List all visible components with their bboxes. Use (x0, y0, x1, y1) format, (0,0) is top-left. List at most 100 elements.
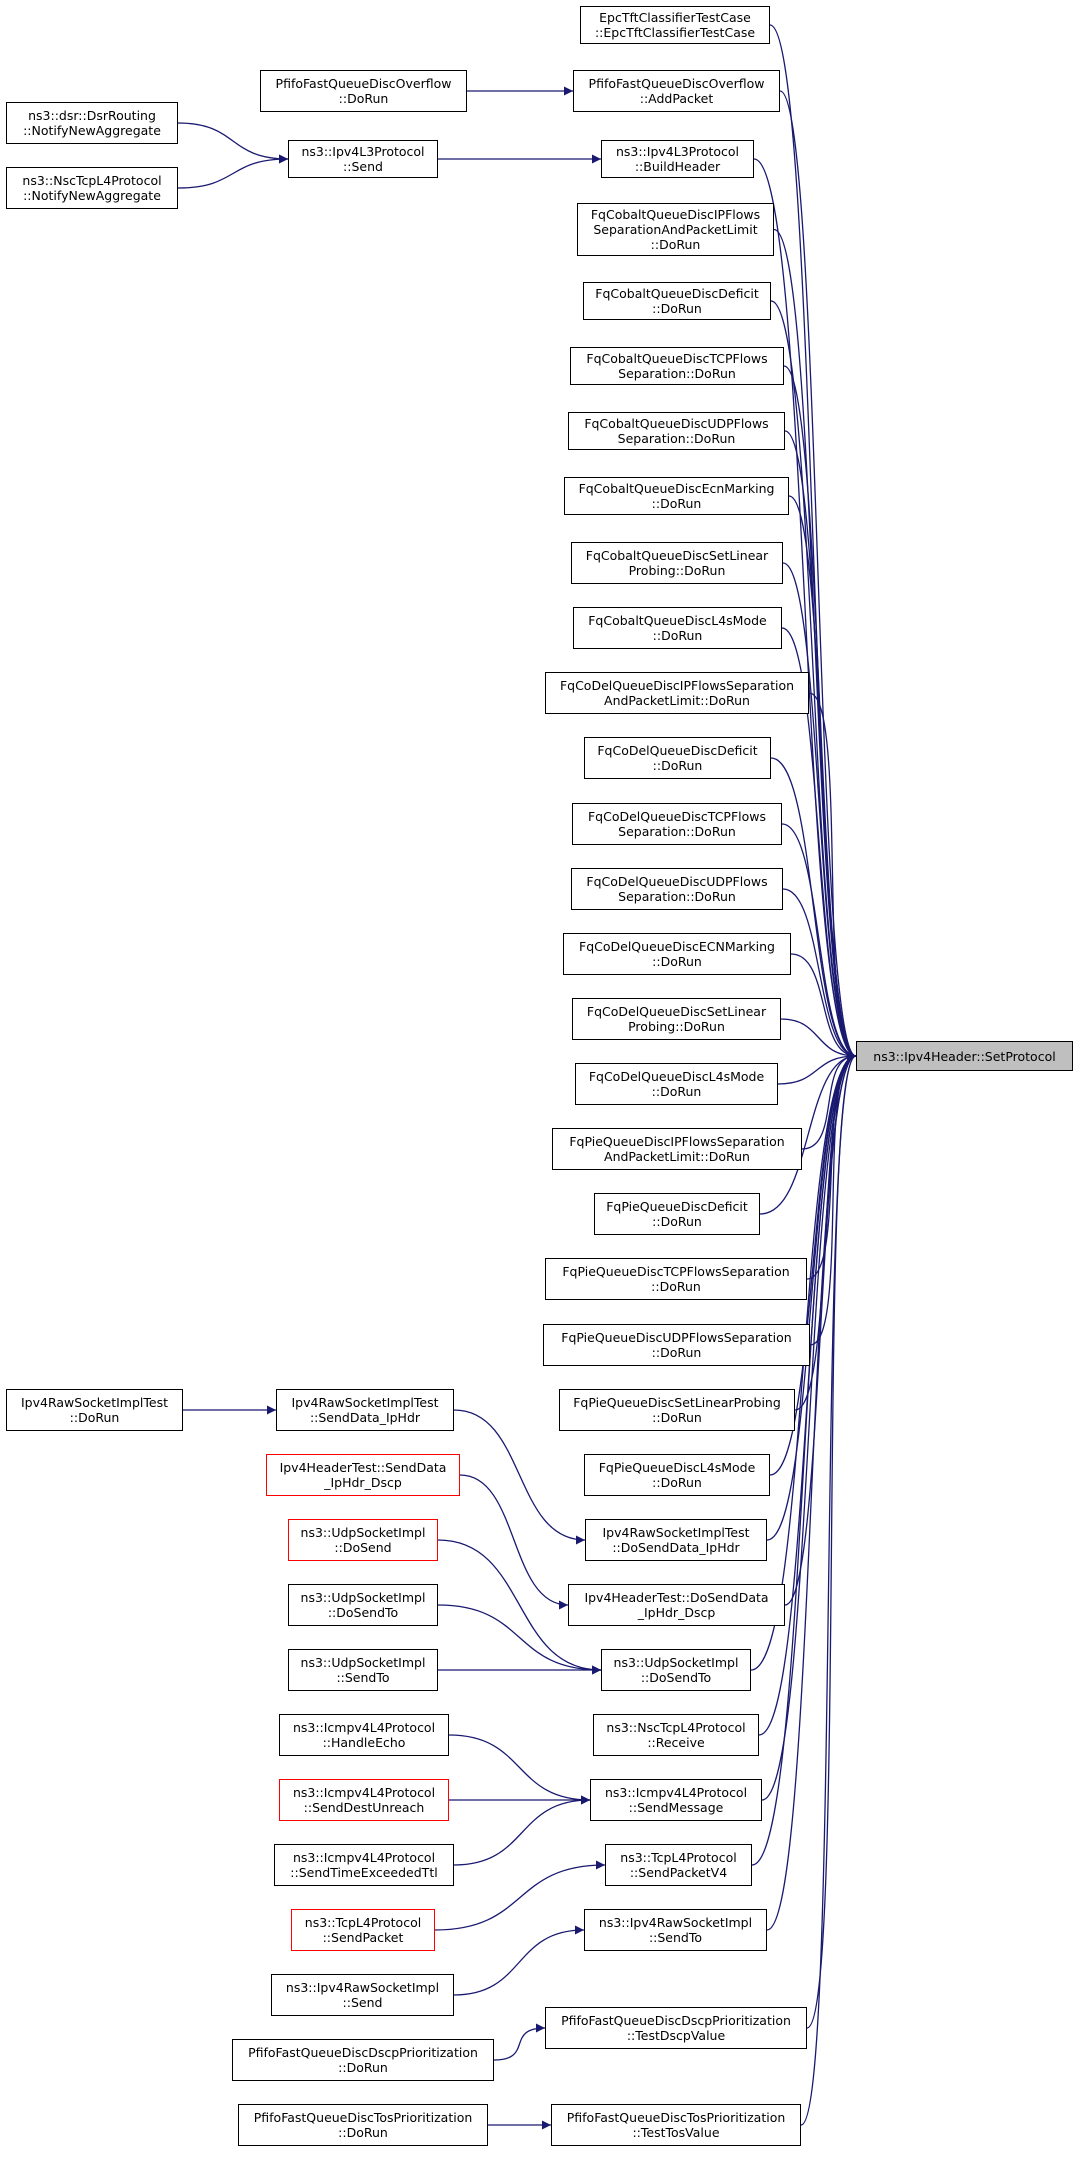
edge-dsr-notify-to-ipv4l3-send (177, 122, 289, 164)
node-label-line: Separation::DoRun (618, 824, 736, 839)
node-label-line: FqCobaltQueueDiscSetLinear (585, 548, 769, 563)
edge-fqc-ecn-to-root (788, 495, 857, 1061)
node-pf-ovf-add[interactable]: PfifoFastQueueDiscOverflow::AddPacket (573, 70, 780, 112)
node-udp-dosendto[interactable]: ns3::UdpSocketImpl::DoSendTo (601, 1649, 751, 1691)
node-label-line: SeparationAndPacketLimit (593, 222, 758, 237)
node-label-line: ns3::TcpL4Protocol (620, 1850, 737, 1865)
node-label-line: ns3::UdpSocketImpl (613, 1655, 739, 1670)
node-label-line: ::DoRun (651, 496, 702, 511)
node-label-line: ::SendPacket (322, 1930, 404, 1945)
node-icmp-unreach[interactable]: ns3::Icmpv4L4Protocol::SendDestUnreach (279, 1779, 449, 1821)
edge-pf-tos-test-to-root (800, 1051, 857, 2126)
node-pf-dscp-test[interactable]: PfifoFastQueueDiscDscpPrioritization::Te… (545, 2007, 807, 2049)
node-label-line: FqCoDelQueueDiscECNMarking (579, 939, 775, 954)
node-tcp-sendpacket[interactable]: ns3::TcpL4Protocol::SendPacket (291, 1909, 435, 1951)
node-label-line: Probing::DoRun (628, 1019, 725, 1034)
node-label-line: Separation::DoRun (618, 889, 736, 904)
node-fqp-deficit[interactable]: FqPieQueueDiscDeficit::DoRun (594, 1193, 760, 1235)
node-label-line: Ipv4RawSocketImplTest (291, 1395, 439, 1410)
node-label-line: ::EpcTftClassifierTestCase (594, 25, 756, 40)
node-hdr-test-senddata[interactable]: Ipv4HeaderTest::SendData_IpHdr_Dscp (266, 1454, 460, 1496)
node-label-line: ns3::Icmpv4L4Protocol (292, 1785, 436, 1800)
node-nsc-receive[interactable]: ns3::NscTcpL4Protocol::Receive (593, 1714, 759, 1756)
node-pf-ovf-dorun[interactable]: PfifoFastQueueDiscOverflow::DoRun (260, 70, 467, 112)
node-fqc-ecn[interactable]: FqCobaltQueueDiscEcnMarking::DoRun (564, 477, 789, 515)
node-label-line: ::HandleEcho (322, 1735, 406, 1750)
node-tcp-sendv4[interactable]: ns3::TcpL4Protocol::SendPacketV4 (605, 1844, 752, 1886)
node-label-line: ::NotifyNewAggregate (23, 188, 161, 203)
node-label-line: ::TestTosValue (632, 2125, 720, 2140)
node-raw-test-dosenddata[interactable]: Ipv4RawSocketImplTest::DoSendData_IpHdr (585, 1519, 767, 1561)
edge-fqc-linear-to-root (782, 562, 857, 1061)
node-dsr-notify[interactable]: ns3::dsr::DsrRouting::NotifyNewAggregate (6, 102, 178, 144)
node-pf-dscp-dorun[interactable]: PfifoFastQueueDiscDscpPrioritization::Do… (232, 2039, 494, 2081)
node-label-line: Separation::DoRun (618, 366, 736, 381)
node-fqc-l4s[interactable]: FqCobaltQueueDiscL4sMode::DoRun (573, 607, 782, 649)
node-label-line: Ipv4HeaderTest::SendData (279, 1460, 447, 1475)
node-label-line: Ipv4HeaderTest::DoSendData (584, 1590, 769, 1605)
node-label-line: ::SendTo (336, 1670, 390, 1685)
node-udp-sendto[interactable]: ns3::UdpSocketImpl::SendTo (288, 1649, 438, 1691)
node-epc[interactable]: EpcTftClassifierTestCase::EpcTftClassifi… (580, 6, 770, 44)
node-fqp-udp[interactable]: FqPieQueueDiscUDPFlowsSeparation::DoRun (543, 1324, 810, 1366)
node-icmp-echo[interactable]: ns3::Icmpv4L4Protocol::HandleEcho (279, 1714, 449, 1756)
node-label-line: ns3::Icmpv4L4Protocol (292, 1850, 436, 1865)
node-label-line: Ipv4RawSocketImplTest (21, 1395, 168, 1410)
edge-pf-dscp-dorun-to-pf-dscp-test (493, 2023, 546, 2061)
node-label-line: ns3::NscTcpL4Protocol (22, 173, 162, 188)
node-udp-dosendto-src[interactable]: ns3::UdpSocketImpl::DoSendTo (288, 1584, 438, 1626)
node-hdr-test-dosenddata[interactable]: Ipv4HeaderTest::DoSendData_IpHdr_Dscp (568, 1584, 785, 1626)
node-ipv4l3-send[interactable]: ns3::Ipv4L3Protocol::Send (288, 140, 438, 178)
node-fqd-ecn[interactable]: FqCoDelQueueDiscECNMarking::DoRun (563, 933, 791, 975)
node-fqd-l4s[interactable]: FqCoDelQueueDiscL4sMode::DoRun (575, 1063, 778, 1105)
node-raw-sendto[interactable]: ns3::Ipv4RawSocketImpl::SendTo (584, 1909, 767, 1951)
node-fqp-linear[interactable]: FqPieQueueDiscSetLinearProbing::DoRun (559, 1389, 795, 1431)
node-label-line: ::DoRun (652, 628, 703, 643)
node-label-line: FqCobaltQueueDiscL4sMode (588, 613, 767, 628)
node-nsc-notify[interactable]: ns3::NscTcpL4Protocol::NotifyNewAggregat… (6, 167, 178, 209)
edge-tcp-sendpacket-to-tcp-sendv4 (434, 1860, 606, 1931)
node-raw-test-dorun[interactable]: Ipv4RawSocketImplTest::DoRun (6, 1389, 183, 1431)
node-raw-test-senddata[interactable]: Ipv4RawSocketImplTest::SendData_IpHdr (276, 1389, 454, 1431)
node-fqd-deficit[interactable]: FqCoDelQueueDiscDeficit::DoRun (584, 737, 771, 779)
node-raw-send[interactable]: ns3::Ipv4RawSocketImpl::Send (271, 1974, 454, 2016)
node-fqp-tcp[interactable]: FqPieQueueDiscTCPFlowsSeparation::DoRun (545, 1258, 807, 1300)
node-ipv4l3-build[interactable]: ns3::Ipv4L3Protocol::BuildHeader (601, 140, 754, 178)
node-label-line: FqCoDelQueueDiscL4sMode (588, 1069, 765, 1084)
node-label-line: ::SendTo (648, 1930, 703, 1945)
node-icmp-ttl[interactable]: ns3::Icmpv4L4Protocol::SendTimeExceededT… (274, 1844, 454, 1886)
node-icmp-sendmsg[interactable]: ns3::Icmpv4L4Protocol::SendMessage (590, 1779, 762, 1821)
node-label-line: ::Send (343, 159, 383, 174)
edge-fqd-tcp-to-root (781, 823, 857, 1061)
node-label-line: PfifoFastQueueDiscOverflow (275, 76, 452, 91)
edge-fqd-l4s-to-root (777, 1051, 857, 1085)
edge-fqd-ecn-to-root (790, 953, 857, 1061)
node-fqp-l4s[interactable]: FqPieQueueDiscL4sMode::DoRun (584, 1454, 770, 1496)
node-label-line: ns3::UdpSocketImpl (300, 1590, 426, 1605)
node-label-line: ::DoRun (652, 1475, 702, 1490)
node-pf-tos-dorun[interactable]: PfifoFastQueueDiscTosPrioritization::DoR… (238, 2104, 488, 2146)
node-label-line: ::DoRun (652, 758, 703, 773)
node-label-line: ns3::TcpL4Protocol (304, 1915, 422, 1930)
node-label-line: ::DoRun (338, 2125, 388, 2140)
node-udp-dosend[interactable]: ns3::UdpSocketImpl::DoSend (288, 1519, 438, 1561)
node-label-line: ::DoRun (651, 1084, 702, 1099)
edge-fqp-deficit-to-root (759, 1051, 857, 1215)
node-label-line: ::DoRun (651, 1345, 702, 1360)
node-label-line: ::Receive (647, 1735, 705, 1750)
node-label-line: FqPieQueueDiscTCPFlowsSeparation (562, 1264, 790, 1279)
node-pf-tos-test[interactable]: PfifoFastQueueDiscTosPrioritization::Tes… (551, 2104, 801, 2146)
node-label-line: ::DoSendTo (640, 1670, 712, 1685)
node-label-line: FqPieQueueDiscIPFlowsSeparation (569, 1134, 785, 1149)
node-fqc-deficit[interactable]: FqCobaltQueueDiscDeficit::DoRun (583, 282, 771, 320)
